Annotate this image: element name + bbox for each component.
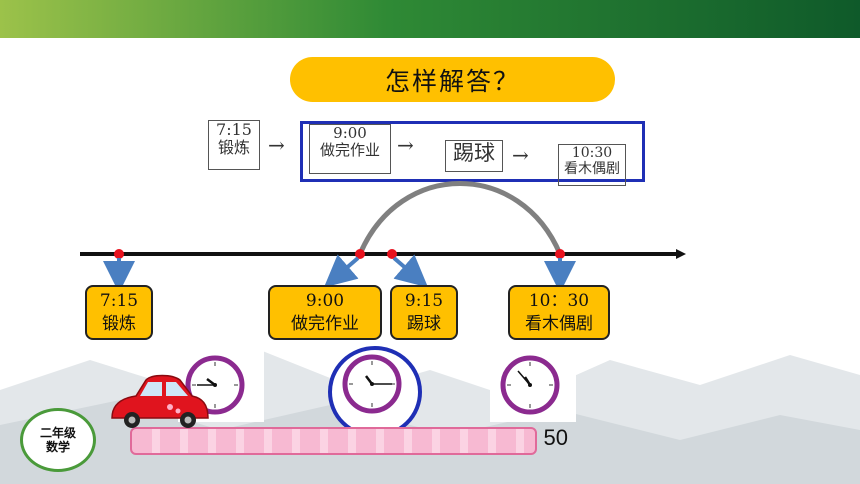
arrow-right-icon: →	[397, 133, 414, 157]
timeline-arrowhead-icon	[676, 249, 686, 259]
card-time: 9:00	[305, 290, 345, 311]
event-card-football: 9:15 踢球	[390, 285, 458, 340]
progress-track	[130, 427, 537, 455]
clock-icon	[342, 354, 402, 414]
timeline-marker	[114, 249, 124, 259]
handwritten-activity: 锻炼	[217, 138, 250, 158]
event-card-exercise: 7:15 锻炼	[85, 285, 153, 340]
handwritten-puppet-note: 10:30 看木偶剧	[558, 144, 626, 186]
card-activity: 做完作业	[291, 313, 359, 334]
arrow-right-icon: →	[512, 143, 529, 167]
pointer-arrow-icon	[323, 254, 360, 288]
clock-icon	[185, 355, 245, 415]
clock-icon	[500, 355, 560, 415]
highlight-frame	[300, 121, 645, 182]
handwritten-activity: 看木偶剧	[564, 161, 620, 178]
handwritten-exercise-note: 7:15 锻炼	[208, 120, 260, 170]
handwritten-football-note: 踢球	[445, 140, 503, 172]
event-card-homework: 9:00 做完作业	[268, 285, 382, 340]
handwritten-activity: 做完作业	[319, 141, 380, 160]
grade-subject-badge: 二年级 数学	[20, 408, 96, 472]
handwritten-activity: 踢球	[453, 141, 495, 165]
card-activity: 看木偶剧	[525, 313, 593, 334]
card-time: 7:15	[99, 290, 139, 311]
pointer-arrow-icon	[392, 254, 429, 288]
card-time: 9:15	[404, 290, 444, 311]
question-text: 怎样解答？	[384, 66, 520, 96]
question-banner: 怎样解答？	[290, 57, 615, 102]
handwritten-time: 7:15	[216, 120, 252, 139]
badge-grade: 二年级	[39, 425, 76, 440]
handwritten-time: 9:00	[333, 124, 367, 142]
card-activity: 踢球	[407, 313, 441, 334]
handwritten-time: 10:30	[571, 145, 613, 161]
card-time: 10：30	[528, 290, 590, 311]
arrow-right-icon: →	[268, 133, 285, 157]
event-card-puppet-show: 10：30 看木偶剧	[508, 285, 610, 340]
timeline-marker	[555, 249, 565, 259]
time-gap-arc	[357, 181, 563, 255]
badge-subject: 数学	[45, 440, 70, 454]
handwritten-homework-note: 9:00 做完作业	[309, 124, 391, 174]
card-activity: 锻炼	[102, 313, 136, 334]
top-banner	[0, 0, 860, 38]
